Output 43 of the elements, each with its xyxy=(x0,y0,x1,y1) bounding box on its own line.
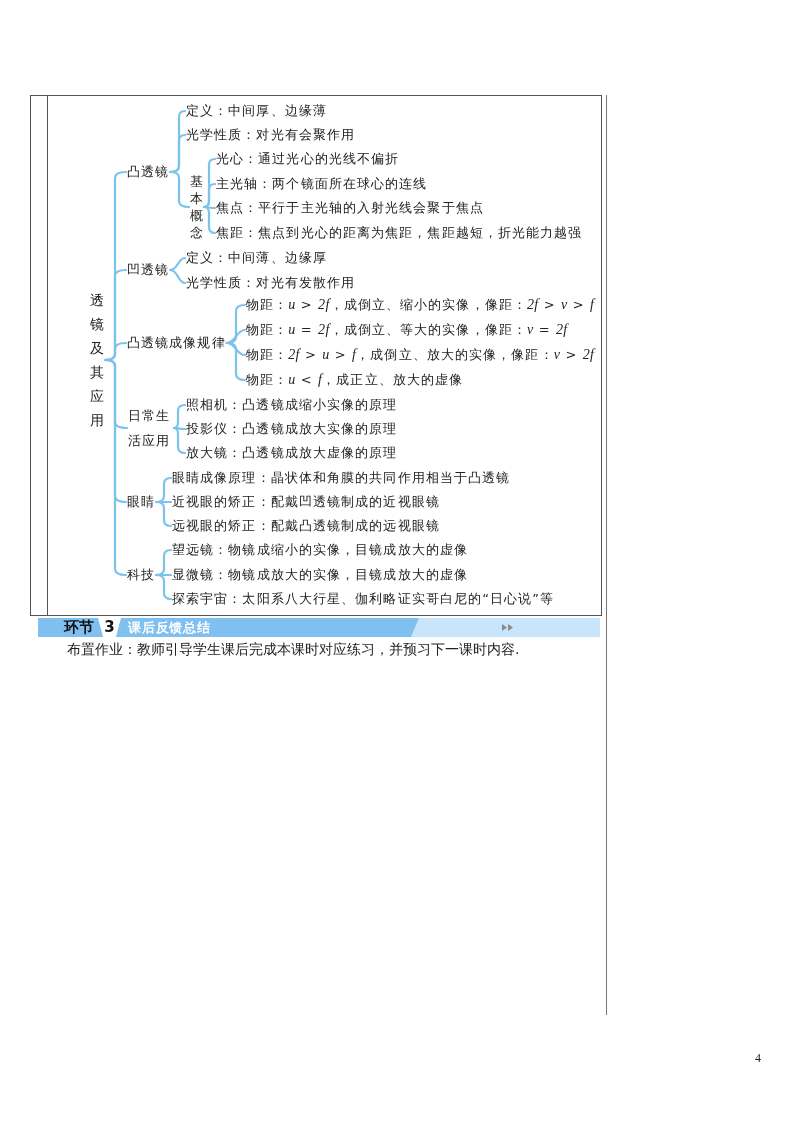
step-number: 3 xyxy=(98,618,121,637)
leaf-text: 望远镜：物镜成缩小的实像，目镜成放大的虚像 xyxy=(172,541,469,559)
section-header-band xyxy=(38,618,600,637)
leaf-text: 放大镜：凸透镜成放大虚像的原理 xyxy=(186,444,398,462)
leaf-text: 光学性质：对光有发散作用 xyxy=(186,274,356,292)
section-label: 环节 xyxy=(64,618,94,637)
leaf-text: 焦点：平行于主光轴的入射光线会聚于焦点 xyxy=(216,199,484,217)
leaf-text: 物距：2f > u > f，成倒立、放大的实像，像距：v > 2f xyxy=(246,346,595,364)
leaf-text: 主光轴：两个镜面所在球心的连线 xyxy=(216,175,428,193)
leaf-text: 投影仪：凸透镜成放大实像的原理 xyxy=(186,420,398,438)
leaf-text: 焦距：焦点到光心的距离为焦距，焦距越短，折光能力越强 xyxy=(216,224,583,242)
brace-connector xyxy=(172,426,187,455)
branch-label: 凹透镜 xyxy=(127,261,170,279)
leaf-text: 照相机：凸透镜成缩小实像的原理 xyxy=(186,396,398,414)
leaf-text: 物距：u > 2f，成倒立、缩小的实像，像距：2f > v > f xyxy=(246,296,595,314)
branch-label: 基本概念 xyxy=(190,173,203,241)
leaf-text: 近视眼的矫正：配戴凹透镜制成的近视眼镜 xyxy=(172,493,440,511)
branch-label: 凸透镜 xyxy=(127,163,170,181)
leaf-text: 物距：u = 2f，成倒立、等大的实像，像距：v = 2f xyxy=(246,321,568,339)
topic-label: 透镜及其应用 xyxy=(90,288,104,432)
leaf-text: 定义：中间厚、边缘薄 xyxy=(186,102,327,120)
leaf-text: 眼睛成像原理：晶状体和角膜的共同作用相当于凸透镜 xyxy=(172,469,511,487)
brace-connector xyxy=(155,500,173,528)
brace-connector xyxy=(103,358,128,577)
branch-label: 眼睛 xyxy=(127,493,156,511)
brace-connector xyxy=(169,256,187,272)
leaf-text: 定义：中间薄、边缘厚 xyxy=(186,249,327,267)
branch-label: 凸透镜成像规律 xyxy=(127,334,226,352)
leaf-text: 远视眼的矫正：配戴凸透镜制成的远视眼镜 xyxy=(172,517,440,535)
leaf-text: 光学性质：对光有会聚作用 xyxy=(186,126,356,144)
brace-connector xyxy=(169,268,187,285)
leaf-text: 物距：u < f，成正立、放大的虚像 xyxy=(246,371,464,389)
brace-connector xyxy=(202,205,217,235)
branch-label: 科技 xyxy=(127,566,156,584)
brace-connector xyxy=(155,573,173,601)
leaf-text: 探索宇宙：太阳系八大行星、伽利略证实哥白尼的“日心说”等 xyxy=(172,590,555,608)
section-title: 课后反馈总结 xyxy=(128,619,211,637)
branch-label: 日常生活应用 xyxy=(128,403,173,453)
leaf-text: 光心：通过光心的光线不偏折 xyxy=(216,150,400,168)
page-number: 4 xyxy=(755,1051,761,1065)
brace-connector xyxy=(172,403,187,430)
brace-connector xyxy=(169,170,191,209)
leaf-text: 显微镜：物镜成放大的实像，目镜成放大的虚像 xyxy=(172,566,469,584)
